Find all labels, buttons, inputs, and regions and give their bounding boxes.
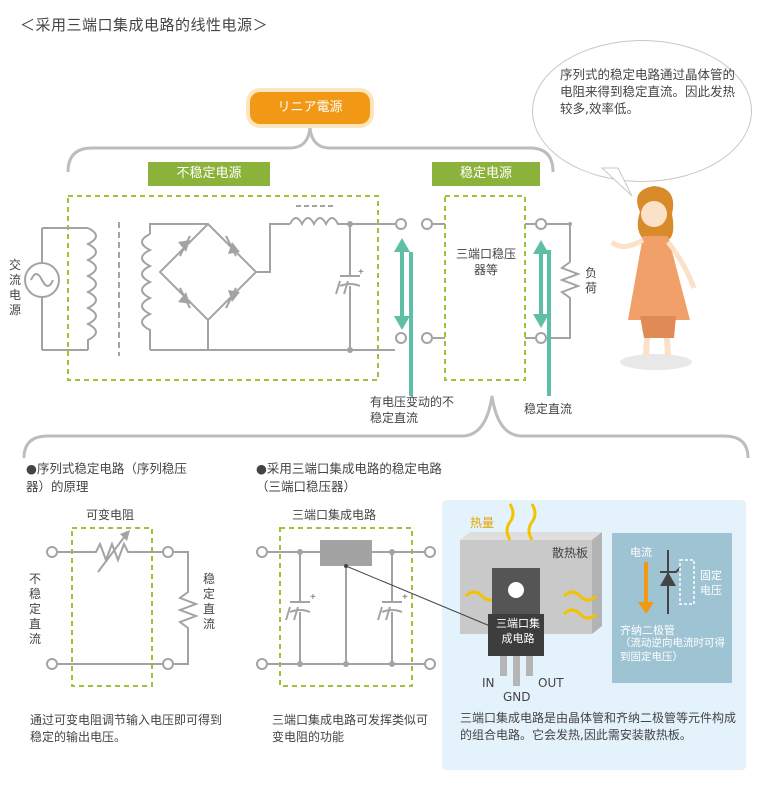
bubble-text: 序列式的稳定电路通过晶体管的电阻来得到稳定直流。因此发热较多,效率低。 [560,67,736,116]
heatsink-label: 散热板 [552,546,589,560]
ic-chip-label: 三端口集成电路 [496,617,540,645]
cap-plus-left: + [310,592,316,603]
stable-dc-label: 稳定直流 [524,402,573,416]
pin-in-label: IN [482,676,495,690]
unstable-power-label: 不稳定电源 [148,162,270,186]
pin-gnd-label: GND [503,690,531,704]
left-caption: 通过可变电阻调节输入电压即可得到稳定的输出电压。 [30,713,223,744]
heat-label: 热量 [470,516,495,530]
right-caption: 三端口集成电路是由晶体管和齐纳二极管等元件构成的组合电路。它会发热,因此需安装散… [460,711,737,742]
speech-bubble [532,40,752,182]
unstable-dc-vertical: 不稳定直流 [28,572,41,646]
page-title: ＜采用三端口集成电路的线性电源＞ [20,16,269,34]
linear-power-label: リニア電源 [250,92,370,124]
ic-label: 三端口集成电路 [292,508,377,522]
zener-panel [612,533,732,683]
ac-source-label: 交流电源 [8,258,21,317]
stable-dc-vertical: 稳定直流 [202,572,215,631]
stable-power-label: 稳定电源 [432,162,540,186]
regulator-label: 三端口稳压器等 [455,247,516,277]
current-label: 电流 [630,546,652,559]
pin-out-label: OUT [538,676,564,690]
zener-label: 齐纳二极管 [620,624,675,637]
fixed-voltage-label: 固定电压 [700,569,722,597]
unstable-dc-label: 有电压变动的不稳定直流 [370,395,455,425]
cap-plus-top: + [358,267,364,278]
mid-caption: 三端口集成电路可发挥类似可变电阻的功能 [272,713,429,744]
zener-note: （流动逆向电流时可得到固定电压） [620,637,725,663]
three-terminal-heading: ●采用三端口集成电路的稳定电路（三端口稳压器） [256,461,442,494]
cap-plus-right: + [402,592,408,603]
series-regulator-heading: ●序列式稳定电路（序列稳压器）的原理 [26,461,187,494]
load-label: 负荷 [584,266,597,295]
variable-resistor-label: 可变电阻 [86,508,135,522]
